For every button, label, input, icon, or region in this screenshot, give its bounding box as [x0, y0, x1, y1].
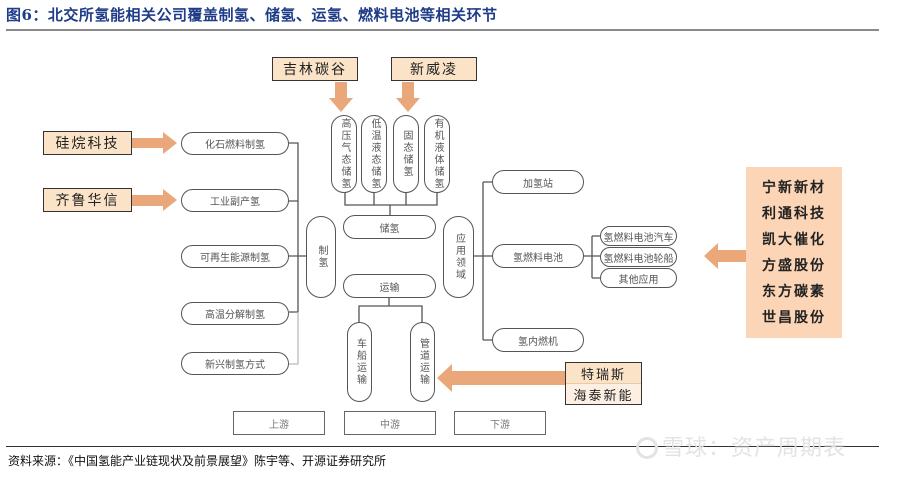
node-emerging-hydrogen-methods: 新兴制氢方式: [181, 352, 289, 375]
node-organic-liquid-storage: 有机液体储氢: [424, 115, 450, 193]
watermark-text: 雪球：资产周期表: [662, 436, 847, 461]
snowball-logo-icon: [636, 437, 658, 459]
title-divider: [6, 29, 879, 31]
node-vehicle-ship-transport: 车船运输: [347, 322, 372, 402]
node-fuel-cell-ship: 氢燃料电池轮船: [600, 247, 677, 267]
watermark: 雪球：资产周期表: [636, 430, 846, 462]
hub-storage: 储氢: [343, 215, 436, 239]
company-xinweiling: 新威凌: [391, 57, 477, 81]
company-ningxin-new-materials: 宁新新材: [762, 179, 826, 196]
node-industrial-byproduct-hydrogen: 工业副产氢: [181, 189, 289, 212]
node-hydrogen-ice: 氢内燃机: [492, 328, 584, 352]
stage-upstream: 上游: [233, 411, 325, 435]
company-qilu-huaxin: 齐鲁华信: [43, 188, 132, 212]
arrow-tereis-to-pipeline: [437, 364, 565, 392]
arrow-xinweiling-to-storage: [396, 82, 420, 112]
source-note: 资料来源：《中国氢能产业链现状及前景展望》陈宇等、开源证券研究所: [8, 454, 387, 468]
arrow-companies-to-application: [704, 243, 746, 269]
hub-transport: 运输: [343, 274, 436, 298]
node-hydrogen-station: 加氢站: [492, 170, 584, 194]
company-fangsheng: 方盛股份: [762, 257, 826, 274]
node-solid-state-storage: 固态储氢: [393, 115, 419, 193]
node-fossil-fuel-hydrogen: 化石燃料制氢: [181, 132, 289, 155]
node-high-pressure-gas-storage: 高压气态储氢: [331, 115, 357, 193]
connector-fuel-cell: [584, 235, 600, 279]
company-shichang: 世昌股份: [762, 309, 826, 326]
node-renewable-hydrogen: 可再生能源制氢: [181, 245, 289, 268]
company-litong-tech: 利通科技: [762, 205, 826, 222]
connector-storage: [344, 192, 438, 215]
connector-production-new: [289, 312, 299, 365]
source-divider: [6, 446, 879, 447]
company-group-application: 宁新新材 利通科技 凯大催化 方盛股份 东方碳素 世昌股份: [746, 167, 842, 338]
company-tereis: 特瑞斯: [566, 363, 641, 384]
connector-production: [289, 142, 307, 313]
node-thermal-decomposition-hydrogen: 高温分解制氢: [181, 302, 289, 325]
arrow-qilu-to-industrial: [132, 189, 177, 211]
company-dongfang-carbon: 东方碳素: [762, 283, 826, 300]
stage-downstream: 下游: [454, 411, 546, 435]
arrow-jilin-to-storage: [329, 82, 353, 112]
connector-transport: [358, 297, 423, 323]
node-pipeline-transport: 管道运输: [410, 322, 435, 402]
node-hydrogen-fuel-cell: 氢燃料电池: [492, 244, 584, 268]
figure-title: 图6：北交所氢能相关公司覆盖制氢、储氢、运氢、燃料电池等相关环节: [6, 6, 498, 24]
stage-midstream: 中游: [344, 411, 436, 435]
company-group-transport: 特瑞斯 海泰新能: [565, 362, 642, 405]
node-low-temp-liquid-storage: 低温液态储氢: [361, 115, 387, 193]
hub-application: 应用领域: [443, 216, 474, 298]
connector-application: [473, 181, 492, 341]
company-kaida-catalysis: 凯大催化: [762, 231, 826, 248]
arrow-silane-to-fossil: [132, 132, 177, 154]
company-jilin-carbon-valley: 吉林碳谷: [272, 57, 358, 81]
company-silane-tech: 硅烷科技: [43, 131, 132, 155]
node-other-applications: 其他应用: [600, 268, 677, 288]
node-fuel-cell-vehicle: 氢燃料电池汽车: [600, 226, 677, 246]
hub-production: 制氢: [306, 216, 336, 298]
company-haitai-new-energy: 海泰新能: [566, 384, 641, 404]
